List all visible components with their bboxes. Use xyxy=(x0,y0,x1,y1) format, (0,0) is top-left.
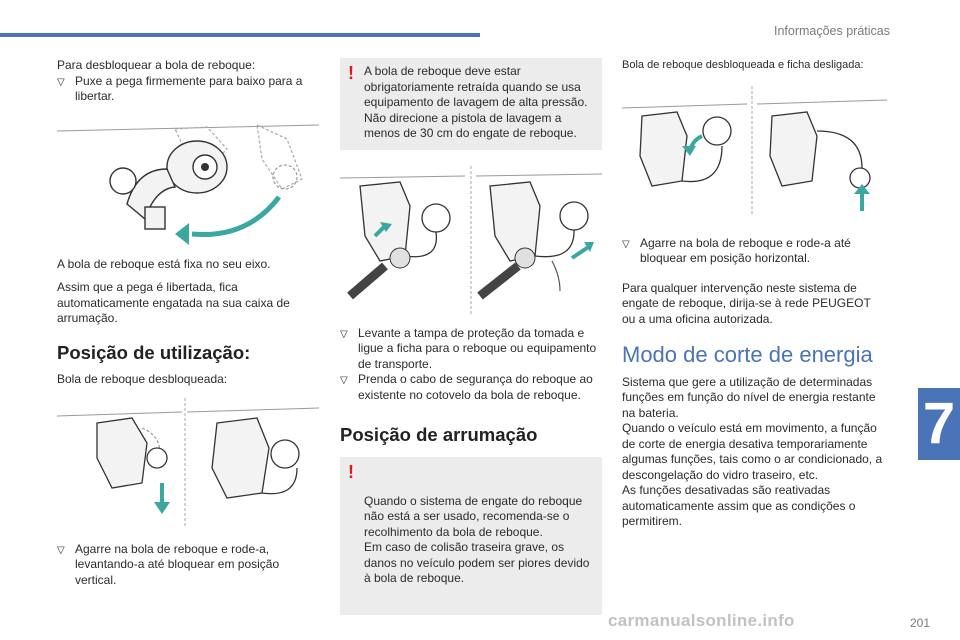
bullet-text: Levante a tampa de proteção da tomada e … xyxy=(358,325,597,371)
bullet-text: Puxe a pega firmemente para baixo para a… xyxy=(75,73,303,104)
paragraph: Para qualquer intervenção neste sistema … xyxy=(622,280,871,326)
figure-unlocked-ball xyxy=(57,397,319,528)
column-middle: ! A bola de reboque deve estar obrigator… xyxy=(340,58,602,615)
warning-box: ! A bola de reboque deve estar obrigator… xyxy=(340,58,602,150)
header-bar xyxy=(0,33,480,37)
figure-handle-release xyxy=(57,119,319,249)
chapter-tab: 7 xyxy=(918,388,960,460)
watermark: carmanualsonline.info xyxy=(608,611,795,630)
warning-text: A bola de reboque deve estar obrigatoria… xyxy=(364,64,588,140)
figure-horizontal-lock xyxy=(622,85,887,216)
warning-box: ! Quando o sistema de engate do reboque … xyxy=(340,456,602,615)
exclamation-icon: ! xyxy=(348,461,354,482)
caption: Bola de reboque desbloqueada e ficha des… xyxy=(622,59,864,71)
section-title: Posição de arrumação xyxy=(340,424,538,445)
triangle-bullet-icon: ▽ xyxy=(622,238,630,250)
bullet-item: ▽ Puxe a pega firmemente para baixo para… xyxy=(57,74,317,105)
paragraph: Assim que a pega é libertada, fica autom… xyxy=(57,280,290,325)
triangle-bullet-icon: ▽ xyxy=(340,328,348,340)
triangle-bullet-icon: ▽ xyxy=(340,375,348,386)
header-title: Informações práticas xyxy=(773,24,890,38)
intro-text: Para desbloquear a bola de reboque: xyxy=(57,58,256,72)
bullet-item: ▽ Levante a tampa de proteção da tomada … xyxy=(340,326,602,373)
paragraph: A bola de reboque está fixa no seu eixo. xyxy=(57,256,271,271)
bullet-text: Prenda o cabo de segurança do reboque ao… xyxy=(358,372,593,402)
warning-text: Quando o sistema de engate do reboque nã… xyxy=(364,493,590,586)
paragraph: Sistema que gere a utilização de determi… xyxy=(622,374,883,529)
triangle-bullet-icon: ▽ xyxy=(57,544,65,556)
bullet-item: ▽ Agarre na bola de reboque e rode-a, le… xyxy=(57,542,317,589)
triangle-bullet-icon: ▽ xyxy=(57,76,65,88)
bullet-item: ▽ Prenda o cabo de segurança do reboque … xyxy=(340,372,602,403)
column-left: Para desbloquear a bola de reboque: ▽ Pu… xyxy=(57,58,319,589)
bullet-item: ▽ Agarre na bola de reboque e rode-a até… xyxy=(622,236,887,267)
exclamation-icon: ! xyxy=(348,63,354,83)
figure-socket-cable xyxy=(340,165,602,316)
page-number: 201 xyxy=(909,616,930,630)
bullet-text: Agarre na bola de reboque e rode-a até b… xyxy=(640,235,851,266)
column-right: Bola de reboque desbloqueada e ficha des… xyxy=(622,58,887,538)
bullet-text: Agarre na bola de reboque e rode-a, leva… xyxy=(75,541,280,587)
section-title: Modo de corte de energia xyxy=(622,342,873,367)
caption: Bola de reboque desbloqueada: xyxy=(57,372,228,386)
section-title: Posição de utilização: xyxy=(57,341,251,363)
